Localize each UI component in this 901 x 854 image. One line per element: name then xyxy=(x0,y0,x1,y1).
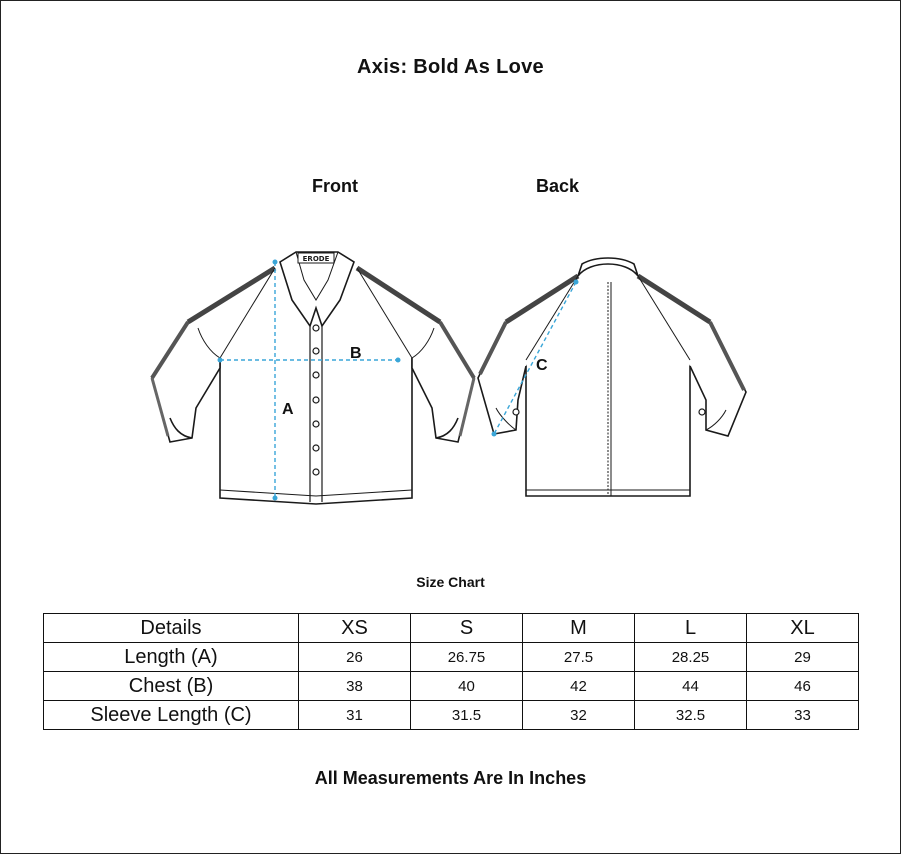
table-cell: 27.5 xyxy=(522,642,635,672)
front-shirt-drawing xyxy=(150,251,476,505)
column-header: S xyxy=(410,613,523,643)
back-shirt-drawing xyxy=(477,257,747,497)
table-cell: 40 xyxy=(410,671,523,701)
row-label: Chest (B) xyxy=(43,671,299,701)
table-row: Chest (B) 38 40 42 44 46 xyxy=(43,671,859,701)
brand-tag-text: ERODE xyxy=(303,255,330,263)
table-cell: 33 xyxy=(746,700,859,730)
front-buttons xyxy=(312,324,320,476)
row-label: Sleeve Length (C) xyxy=(43,700,299,730)
column-header: XL xyxy=(746,613,859,643)
size-chart-title: Size Chart xyxy=(416,574,485,590)
table-cell: 42 xyxy=(522,671,635,701)
measurement-note: All Measurements Are In Inches xyxy=(314,768,587,788)
back-collar xyxy=(577,257,639,277)
front-collar xyxy=(279,251,355,328)
garment-illustration: ERODE B A xyxy=(150,251,747,505)
table-cell: 31.5 xyxy=(410,700,523,730)
back-view-label: Back xyxy=(536,176,580,196)
marker-c: C xyxy=(536,357,548,374)
table-cell: 29 xyxy=(746,642,859,672)
column-header: XS xyxy=(298,613,411,643)
marker-b: B xyxy=(350,345,362,362)
back-measure-line xyxy=(493,281,577,435)
page-title: Axis: Bold As Love xyxy=(357,56,544,78)
back-body-outline xyxy=(525,360,691,497)
table-cell: 32.5 xyxy=(634,700,747,730)
front-placket xyxy=(309,326,323,502)
table-row: Sleeve Length (C) 31 31.5 32 32.5 33 xyxy=(43,700,859,730)
column-header: M xyxy=(522,613,635,643)
table-cell: 32 xyxy=(522,700,635,730)
table-cell: 31 xyxy=(298,700,411,730)
table-cell: 26 xyxy=(298,642,411,672)
column-header: L xyxy=(634,613,747,643)
column-header: Details xyxy=(43,613,299,643)
size-chart-table: Details XS S M L XL Length (A) 26 26.75 … xyxy=(43,613,859,730)
table-cell: 38 xyxy=(298,671,411,701)
front-body-outline xyxy=(219,358,413,505)
table-cell: 26.75 xyxy=(410,642,523,672)
table-header-row: Details XS S M L XL xyxy=(43,613,859,643)
row-label: Length (A) xyxy=(43,642,299,672)
front-measure-lines xyxy=(220,262,398,498)
table-cell: 44 xyxy=(634,671,747,701)
front-view-label: Front xyxy=(312,176,358,196)
table-cell: 28.25 xyxy=(634,642,747,672)
table-row: Length (A) 26 26.75 27.5 28.25 29 xyxy=(43,642,859,672)
marker-a: A xyxy=(282,401,294,418)
table-cell: 46 xyxy=(746,671,859,701)
